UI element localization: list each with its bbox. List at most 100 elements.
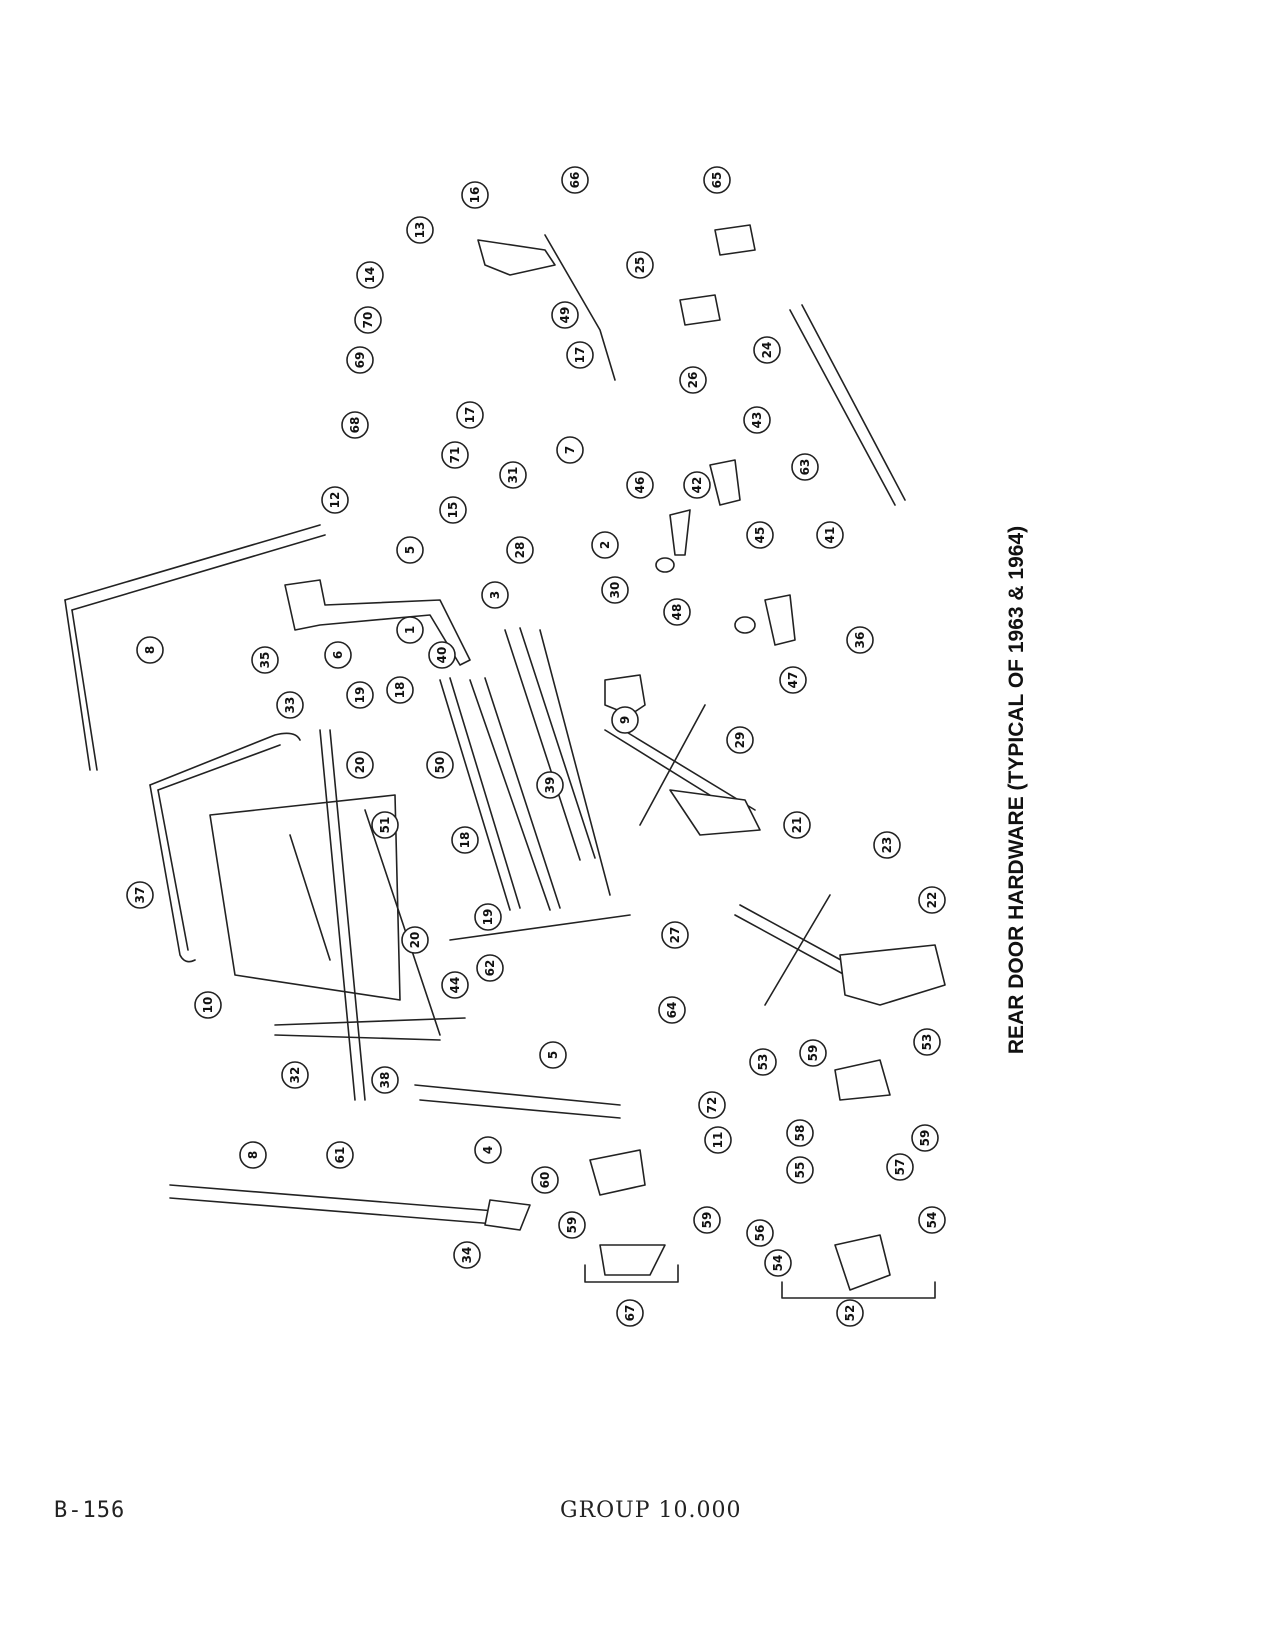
callout-number: 7 [563,446,577,454]
callout-number: 51 [378,817,392,834]
callout-number: 13 [413,222,427,239]
callout-30: 30 [601,576,629,604]
callout-circle [461,181,489,209]
callout-circle [918,886,946,914]
callout-16: 16 [461,181,489,209]
callout-53: 53 [749,1048,777,1076]
callout-circle [886,1153,914,1181]
callout-circle [704,1126,732,1154]
callout-36: 36 [846,626,874,654]
callout-number: 47 [786,672,800,689]
callout-circle [441,971,469,999]
callout-17: 17 [566,341,594,369]
callout-circle [354,306,382,334]
callout-circle [746,521,774,549]
callout-5: 5 [539,1041,567,1069]
callout-circle [386,676,414,704]
callout-64: 64 [658,996,686,1024]
front-regulator-part [604,704,761,836]
callout-22: 22 [918,886,946,914]
callout-number: 8 [143,646,157,654]
callout-number: 59 [565,1217,579,1234]
callout-15: 15 [439,496,467,524]
callout-40: 40 [428,641,456,669]
callout-48: 48 [663,598,691,626]
callout-number: 59 [806,1045,820,1062]
callout-circle [561,166,589,194]
callout-62: 62 [476,954,504,982]
callout-circle [194,991,222,1019]
callout-circle [539,1041,567,1069]
callout-number: 42 [690,477,704,494]
callout-circle [764,1249,792,1277]
callout-number: 26 [686,372,700,389]
callout-54: 54 [918,1206,946,1234]
callout-number: 20 [353,757,367,774]
callout-4: 4 [474,1136,502,1164]
callout-circle [506,536,534,564]
callout-circle [911,1124,939,1152]
callout-circle [661,921,689,949]
callout-number: 49 [558,307,572,324]
callout-number: 31 [506,467,520,484]
callout-61: 61 [326,1141,354,1169]
callout-circle [251,646,279,674]
callout-number: 22 [925,892,939,909]
callout-circle [626,251,654,279]
callout-circle [663,598,691,626]
callout-56: 56 [746,1219,774,1247]
callout-number: 6 [331,651,345,659]
callout-circle [591,531,619,559]
callout-58: 58 [786,1119,814,1147]
door-glass-part [209,794,401,1001]
callout-circle [401,926,429,954]
diagram-title-text: REAR DOOR HARDWARE (TYPICAL OF 1963 & 19… [1005,526,1028,1054]
callout-20: 20 [346,751,374,779]
division-bar-part [319,729,366,1101]
callout-34: 34 [453,1241,481,1269]
callout-12: 12 [321,486,349,514]
callout-number: 52 [843,1305,857,1322]
callout-number: 24 [760,342,774,359]
callout-14: 14 [356,261,384,289]
callout-circle [616,1299,644,1327]
callout-43: 43 [743,406,771,434]
callout-circle [341,411,369,439]
callout-13: 13 [406,216,434,244]
lower-weatherstrip-part [169,1184,521,1227]
callout-circle [371,1066,399,1094]
callout-circle [536,771,564,799]
callout-circle [441,441,469,469]
callout-circle [566,341,594,369]
diagram-title: REAR DOOR HARDWARE (TYPICAL OF 1963 & 19… [985,470,1045,1110]
callout-number: 59 [700,1212,714,1229]
callout-number: 53 [920,1034,934,1051]
callout-20: 20 [401,926,429,954]
callout-circle [136,636,164,664]
callout-18: 18 [451,826,479,854]
callout-circle [693,1206,721,1234]
callout-number: 18 [393,682,407,699]
callout-24: 24 [753,336,781,364]
callout-49: 49 [551,301,579,329]
callout-number: 56 [753,1225,767,1242]
callout-66: 66 [561,166,589,194]
callout-circle [346,681,374,709]
callout-number: 18 [458,832,472,849]
callout-number: 61 [333,1147,347,1164]
bezels-part [679,224,756,326]
callout-circle [836,1299,864,1327]
callout-circle [396,616,424,644]
callout-68: 68 [341,411,369,439]
callout-circle [476,954,504,982]
callout-circle [683,471,711,499]
callout-55: 55 [786,1156,814,1184]
callout-number: 10 [201,997,215,1014]
callout-54: 54 [764,1249,792,1277]
callout-53: 53 [913,1028,941,1056]
callout-circle [626,471,654,499]
callout-circle [439,496,467,524]
callout-39: 39 [536,771,564,799]
callout-circle [749,1048,777,1076]
